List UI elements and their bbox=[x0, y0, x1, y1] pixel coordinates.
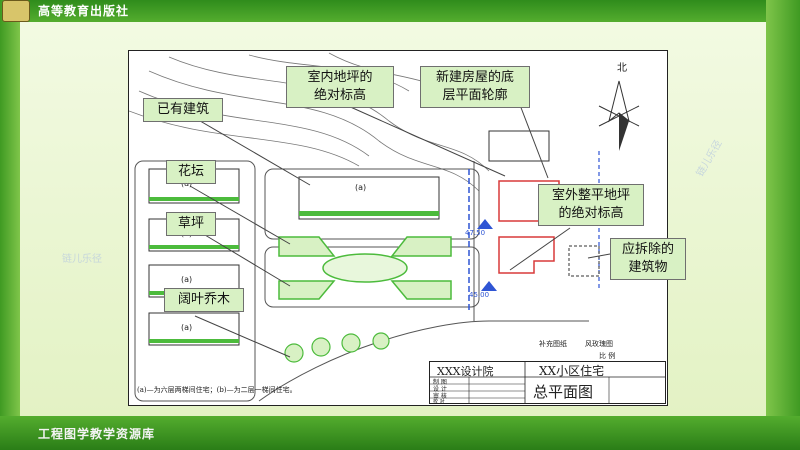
drawing-title: 总平面图 bbox=[533, 383, 594, 401]
title-block-row: 制 图 bbox=[433, 379, 447, 386]
flower-beds bbox=[278, 236, 452, 300]
top-banner bbox=[0, 0, 800, 22]
callout-broadleaf-trees: 阔叶乔木 bbox=[164, 288, 244, 312]
annotation: 补充图纸 bbox=[539, 340, 567, 348]
demolish-building bbox=[568, 245, 600, 277]
legend-note: (a)—为六层两梯间住宅；(b)—为二层一梯间住宅。 bbox=[137, 386, 297, 394]
elevation-mark: 45.00 bbox=[469, 291, 490, 299]
publisher-name: 高等教育出版社 bbox=[38, 4, 130, 18]
callout-lawn: 草坪 bbox=[166, 212, 216, 236]
north-label: 北 bbox=[617, 63, 627, 74]
callout-outdoor-elevation: 室外整平地坪 的绝对标高 bbox=[538, 184, 644, 226]
right-border bbox=[766, 0, 800, 450]
elevation-marker-icon bbox=[477, 219, 493, 229]
callout-flower-bed: 花坛 bbox=[166, 160, 216, 184]
callout-existing-building: 已有建筑 bbox=[143, 98, 223, 122]
publisher-seal-icon bbox=[2, 0, 30, 22]
callout-new-building-outline: 新建房屋的底 层平面轮廓 bbox=[420, 66, 530, 108]
title-block: XXX设计院 XX小区住宅 总平面图 制 图 设 计 审 核 校 对 bbox=[429, 361, 666, 405]
building-label: (a) bbox=[355, 183, 367, 192]
design-institute: XXX设计院 bbox=[437, 365, 494, 378]
watermark-text: 链儿乐径 bbox=[62, 254, 102, 265]
callout-indoor-elevation: 室内地坪的 绝对标高 bbox=[286, 66, 394, 108]
left-border bbox=[0, 0, 20, 450]
library-title: 工程图学教学资源库 bbox=[38, 427, 156, 441]
project-name: XX小区住宅 bbox=[539, 364, 605, 378]
building-label: (a) bbox=[181, 323, 193, 332]
title-block-row: 审 核 bbox=[433, 393, 447, 400]
building-label: (a) bbox=[181, 275, 193, 284]
annotation: 风玫瑰图 bbox=[585, 340, 613, 348]
elevation-mark: 47.50 bbox=[465, 229, 486, 237]
elevation-marker-icon bbox=[481, 281, 497, 291]
north-arrow bbox=[598, 80, 640, 151]
bottom-banner bbox=[0, 416, 800, 450]
title-block-row: 设 计 bbox=[433, 386, 447, 393]
annotation: 比 例 bbox=[599, 352, 616, 360]
title-block-row: 校 对 bbox=[433, 399, 445, 405]
callout-to-demolish: 应拆除的 建筑物 bbox=[610, 238, 686, 280]
central-lawn bbox=[322, 253, 408, 283]
